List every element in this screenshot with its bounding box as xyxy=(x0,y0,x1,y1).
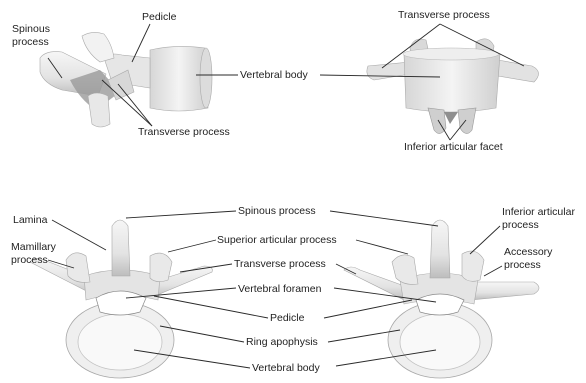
label-spinous-process-top: Spinous process xyxy=(12,23,72,48)
label-spinous-process: Spinous process xyxy=(238,205,316,218)
label-vertebral-foramen: Vertebral foramen xyxy=(238,283,321,296)
label-accessory-process: Accessory process xyxy=(504,246,568,271)
label-transverse-process-top-right: Transverse process xyxy=(398,9,490,22)
label-mamillary-process: Mamillary process xyxy=(11,241,69,266)
label-pedicle-top: Pedicle xyxy=(142,11,176,24)
label-inferior-articular-facet: Inferior articular facet xyxy=(404,141,503,154)
label-transverse-process: Transverse process xyxy=(234,258,326,271)
label-lamina: Lamina xyxy=(13,214,47,227)
superior-view-vertebra-right xyxy=(344,220,539,378)
label-superior-articular-process: Superior articular process xyxy=(217,234,337,247)
label-inferior-articular-process: Inferior articular process xyxy=(502,206,586,231)
label-vertebral-body: Vertebral body xyxy=(252,362,320,375)
label-transverse-process-top-left: Transverse process xyxy=(138,126,230,139)
label-ring-apophysis: Ring apophysis xyxy=(246,336,318,349)
label-vertebral-body-top: Vertebral body xyxy=(240,69,308,82)
label-pedicle: Pedicle xyxy=(270,312,304,325)
anterior-view-vertebra xyxy=(367,39,539,134)
